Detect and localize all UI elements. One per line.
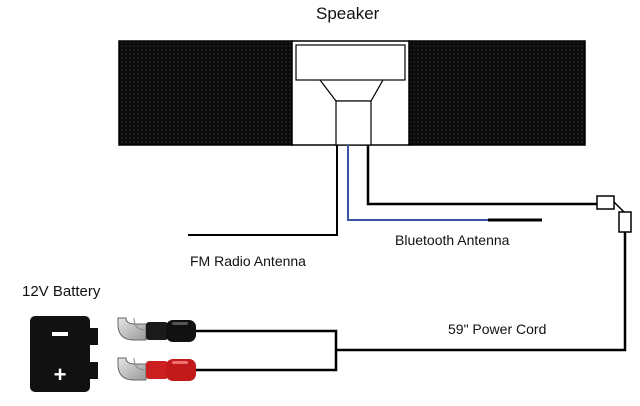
fm-antenna-label: FM Radio Antenna <box>190 253 306 269</box>
power-cord-split <box>196 329 338 372</box>
bluetooth-antenna-wire <box>347 145 490 221</box>
bluetooth-antenna-label: Bluetooth Antenna <box>395 232 510 248</box>
red-lead-terminal <box>117 357 196 381</box>
speaker-unit <box>118 40 586 146</box>
power-cord-wire <box>336 232 627 352</box>
power-connector-male <box>596 195 615 210</box>
speaker-grille-left <box>118 40 293 146</box>
battery-label: 12V Battery <box>22 283 101 300</box>
power-connector-link <box>613 201 625 213</box>
power-connector-female <box>618 211 632 233</box>
fm-antenna-wire <box>188 145 338 236</box>
speaker-power-wire <box>366 145 597 206</box>
speaker-center-module <box>335 100 372 146</box>
battery-positive-icon: + <box>54 362 67 387</box>
battery-icon: + <box>30 316 98 392</box>
battery-negative-icon <box>52 332 68 336</box>
speaker-grille-right <box>408 40 586 146</box>
speaker-title: Speaker <box>316 4 380 23</box>
power-cord-label: 59" Power Cord <box>448 321 547 337</box>
speaker-center-display <box>295 44 406 81</box>
black-lead-terminal <box>117 317 196 342</box>
